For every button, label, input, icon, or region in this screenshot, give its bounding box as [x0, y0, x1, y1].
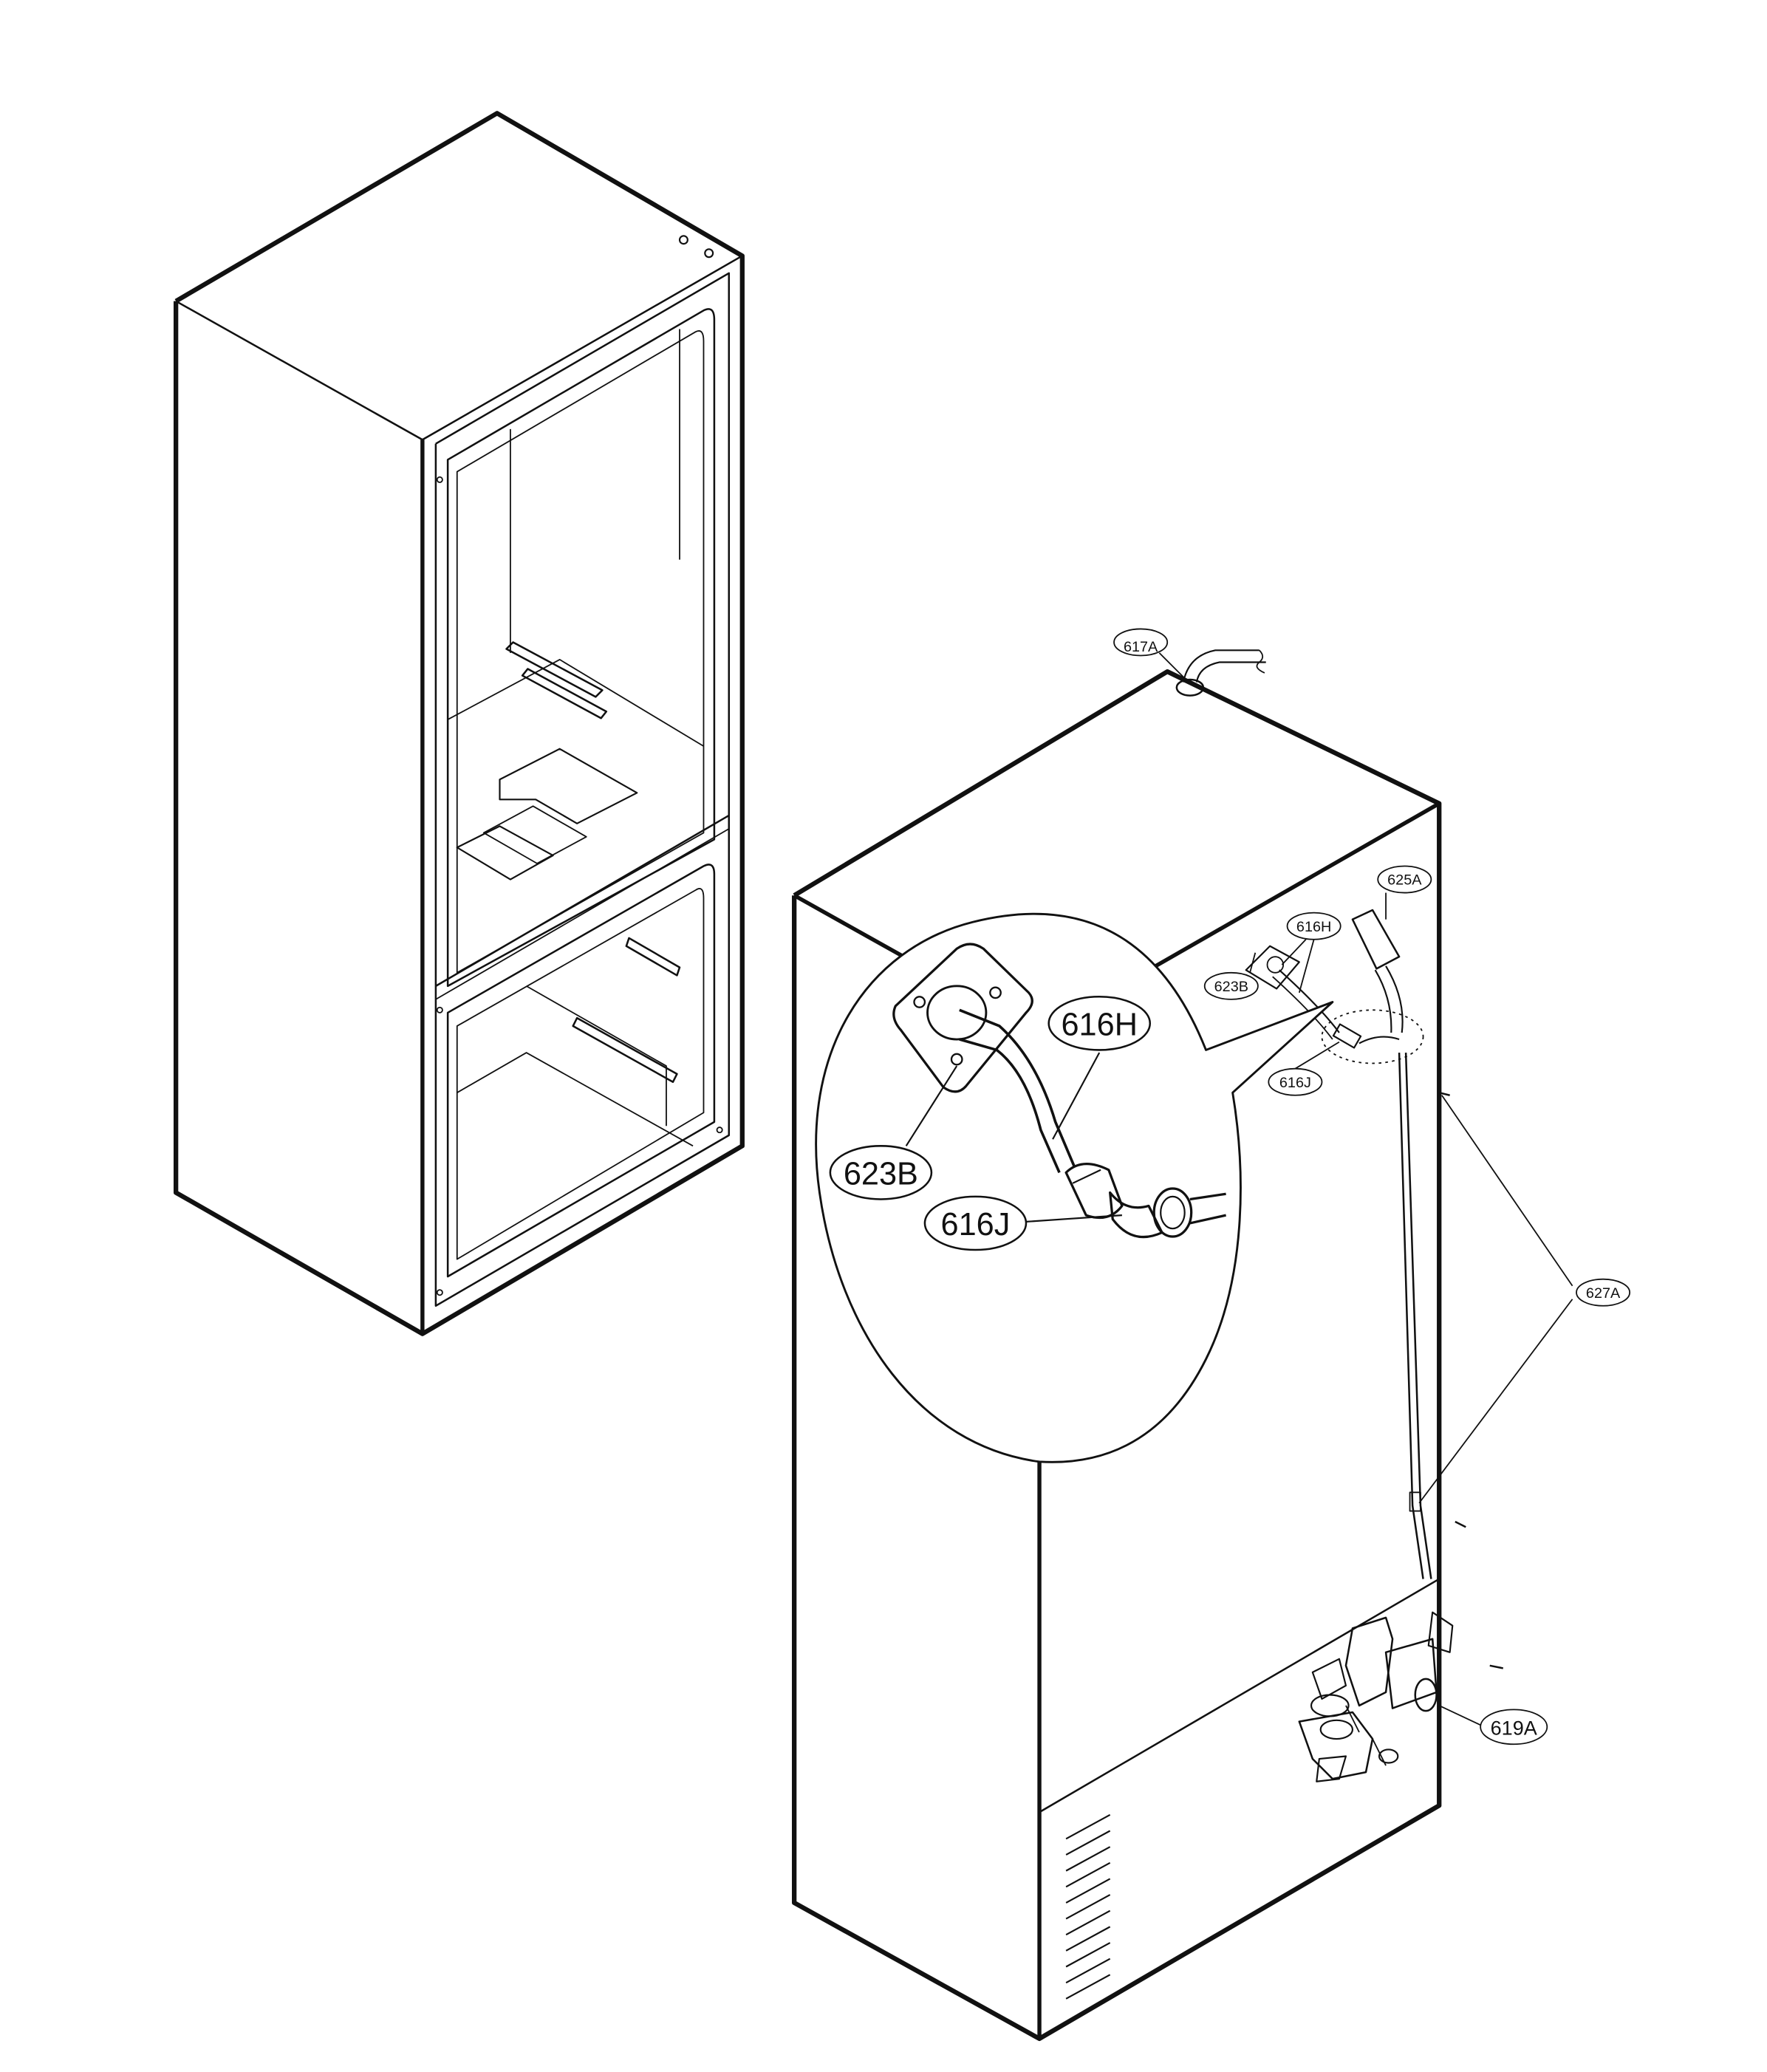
callout-616h-big: 616H — [1047, 996, 1152, 1051]
detail-balloon — [815, 912, 1334, 1463]
svg-text:616J: 616J — [941, 1207, 1011, 1242]
svg-text:623B: 623B — [1214, 979, 1248, 995]
svg-text:616J: 616J — [1279, 1075, 1311, 1091]
svg-text:623B: 623B — [844, 1157, 918, 1192]
callout-619a: 619A — [1480, 1709, 1548, 1746]
callout-616j-big: 616J — [923, 1195, 1028, 1251]
callout-623b-small: 623B — [1203, 971, 1259, 1000]
svg-text:619A: 619A — [1491, 1717, 1537, 1740]
callout-616h-small: 616H — [1286, 912, 1342, 940]
callout-627a: 627A — [1576, 1278, 1631, 1307]
svg-text:627A: 627A — [1586, 1285, 1621, 1302]
callout-616j-small: 616J — [1268, 1067, 1323, 1096]
svg-text:625A: 625A — [1387, 872, 1422, 889]
callout-617a: 617A — [1113, 628, 1169, 657]
front-cabinet — [173, 111, 745, 1336]
svg-text:616H: 616H — [1296, 919, 1331, 935]
svg-text:617A: 617A — [1124, 639, 1158, 655]
svg-text:616H: 616H — [1061, 1008, 1137, 1043]
callout-625a: 625A — [1377, 865, 1432, 894]
callout-623b-big: 623B — [829, 1145, 933, 1200]
